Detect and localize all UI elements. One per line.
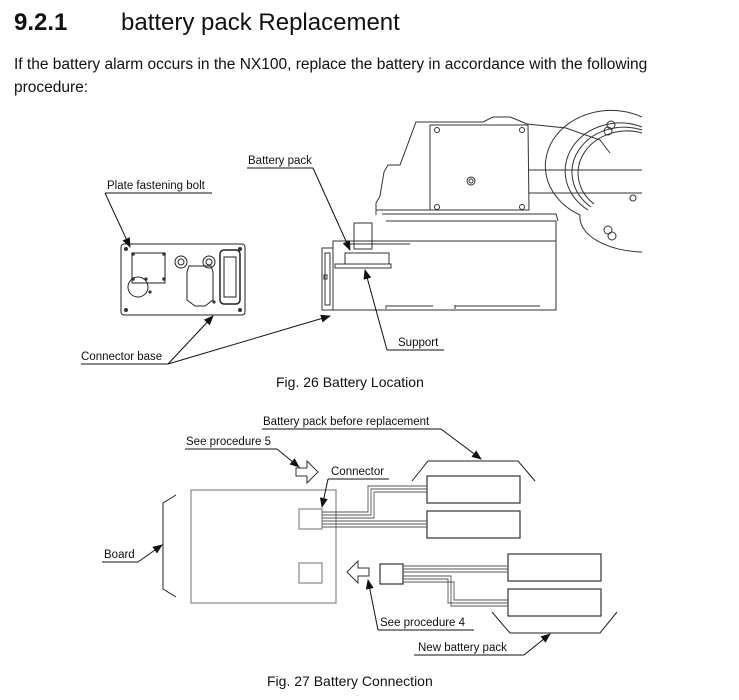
see-procedure-5-label: See procedure 5 [186,436,272,448]
section-heading: 9.2.1 battery pack Replacement [14,8,400,38]
robot-base-drawing [321,109,643,311]
plate-fastening-bolt-label: Plate fastening bolt [107,180,205,192]
new-battery-2 [507,588,602,617]
new-battery-pack-label: New battery pack [418,642,507,654]
support-label: Support [398,337,439,349]
intro-paragraph: If the battery alarm occurs in the NX100… [14,56,648,96]
section-number: 9.2.1 [14,9,68,36]
figure-26-leaders [81,167,444,365]
connector-base-label: Connector base [81,351,163,363]
section-title: battery pack Replacement [121,9,400,36]
see-procedure-4-label: See procedure 4 [380,617,466,629]
new-battery-1 [507,553,602,582]
new-battery-connector [379,563,404,585]
connector-base-panel [120,243,246,316]
battery-before-replacement-label: Battery pack before replacement [263,416,430,428]
arrow-left-procedure4 [346,559,370,585]
battery-pack-label: Battery pack [248,155,312,167]
figure-26-caption: Fig. 26 Battery Location [276,374,424,390]
board-label: Board [104,549,135,561]
arrow-right-procedure5 [295,459,319,485]
board [190,489,337,604]
old-battery-2 [426,510,521,539]
old-battery-1 [426,475,521,504]
connector-label: Connector [331,466,385,478]
board-connector-bottom [298,562,323,584]
figure-27-caption: Fig. 27 Battery Connection [267,673,433,689]
board-connector-top [298,508,323,530]
